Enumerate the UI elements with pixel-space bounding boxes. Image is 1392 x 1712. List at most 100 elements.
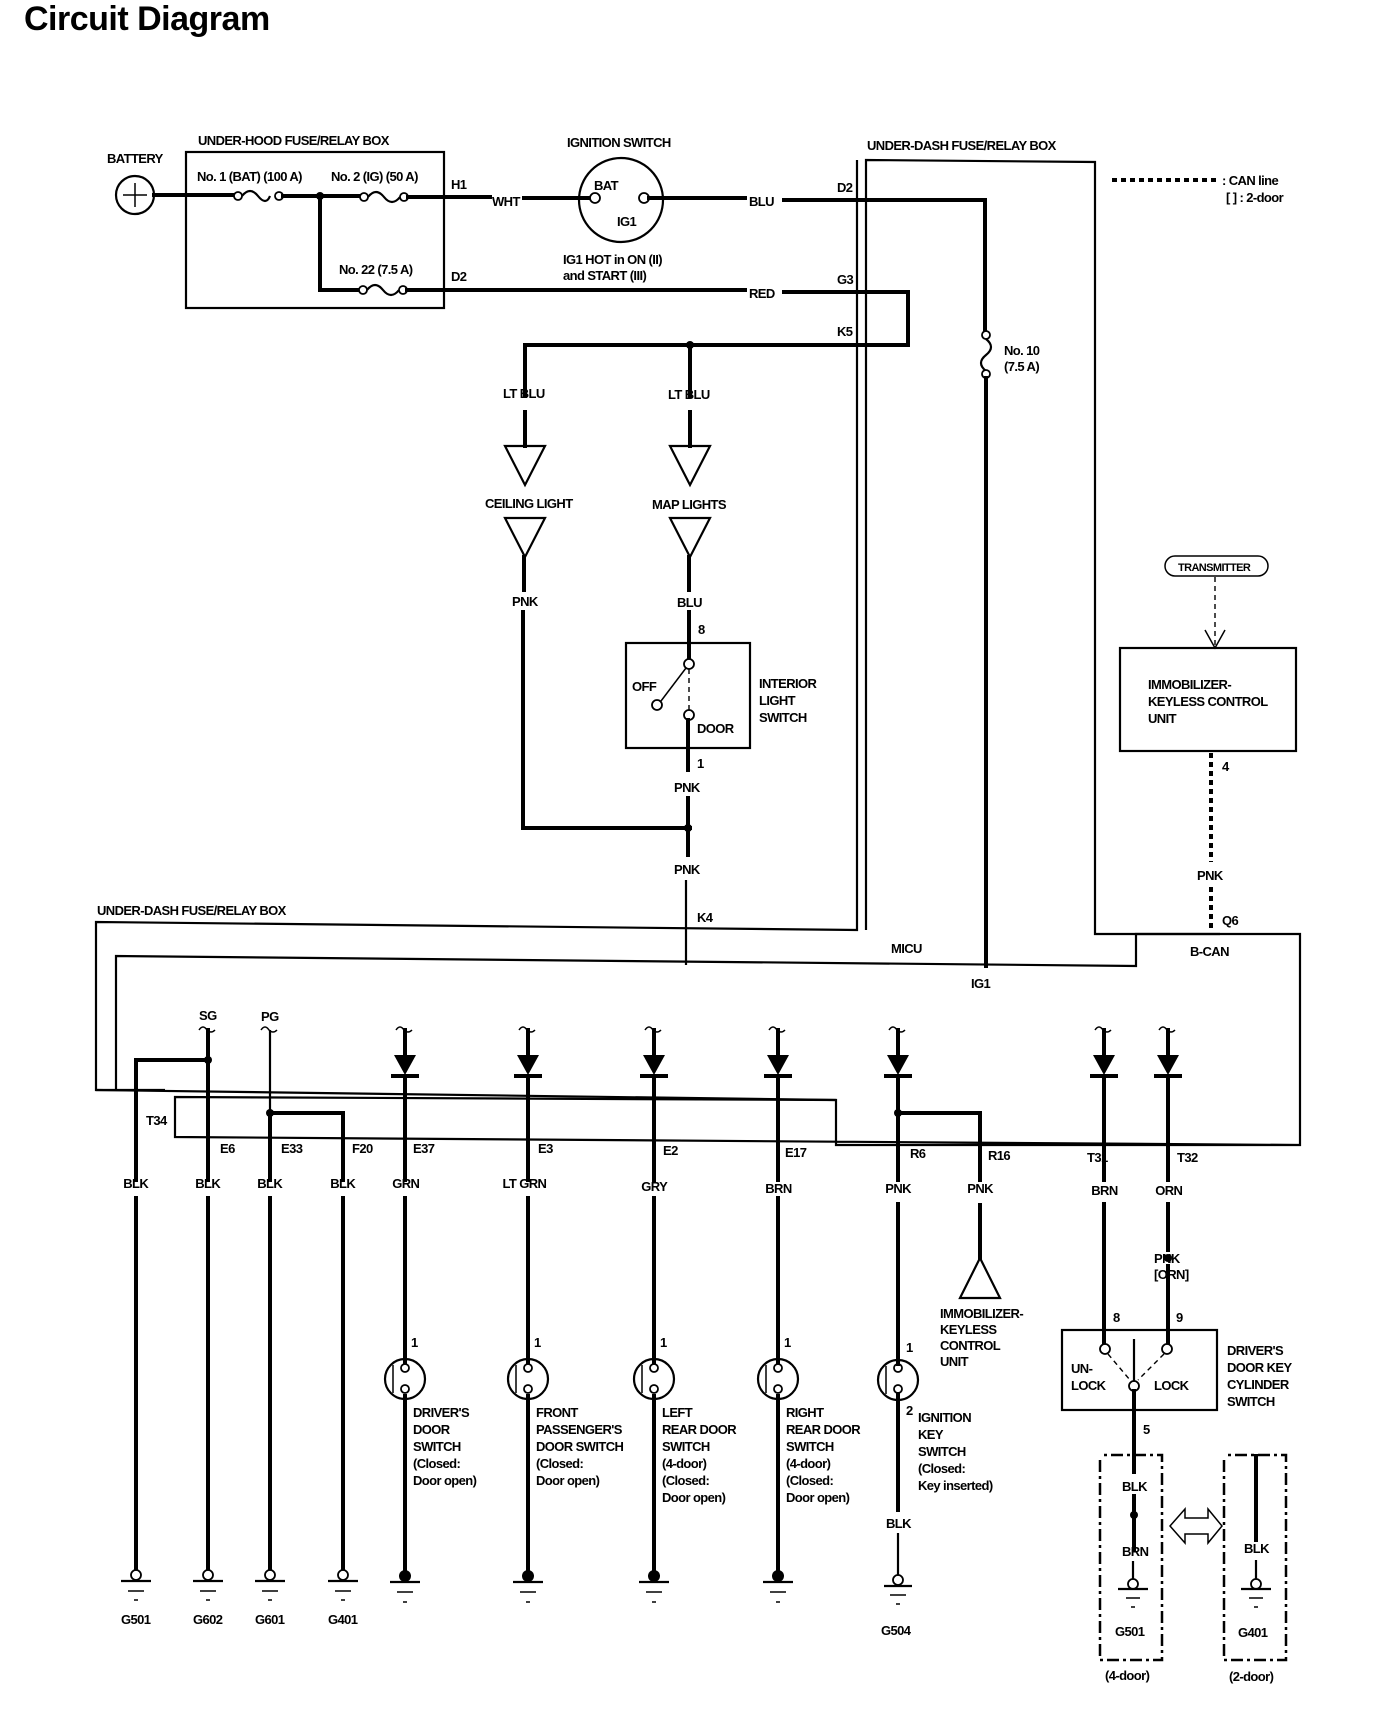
terminal-label: R16 xyxy=(988,1148,1010,1163)
immobilizer-bottom-2: KEYLESS xyxy=(940,1322,997,1337)
map-lights-label: MAP LIGHTS xyxy=(652,497,727,512)
door-switch-label-line: (4-door) xyxy=(662,1456,707,1471)
under-dash-box-outer xyxy=(94,160,859,1092)
diode-icon xyxy=(640,1026,668,1182)
ground-lug xyxy=(264,1569,276,1581)
terminal-label: T34 xyxy=(146,1113,168,1128)
door-switch-pin: 1 xyxy=(660,1335,667,1350)
wire-wht-label: WHT xyxy=(492,194,520,209)
key-cyl-pin-8: 8 xyxy=(1113,1310,1120,1325)
ground-icon xyxy=(390,1570,420,1603)
wire-color-label: ORN xyxy=(1155,1183,1182,1198)
ground-icon xyxy=(328,1569,358,1601)
fuse-no2-label: No. 2 (IG) (50 A) xyxy=(331,169,418,184)
key-cyl-unlock-1: UN- xyxy=(1071,1361,1093,1376)
switch-body xyxy=(756,1357,800,1401)
door-switch-label-line: Door open) xyxy=(413,1473,477,1488)
under-dash-box-inner xyxy=(114,932,1302,1147)
wire-lt-blu-map: LT BLU xyxy=(668,387,710,402)
wire-color-label: BLK xyxy=(195,1176,221,1191)
ignition-key-label-4: (Closed: xyxy=(918,1461,965,1476)
ignition-key-label-2: KEY xyxy=(918,1427,944,1442)
terminal-d2-dash: D2 xyxy=(837,180,853,195)
door-switch-icon[interactable] xyxy=(756,1357,800,1401)
ignition-pin-ig1: IG1 xyxy=(617,214,637,229)
ground-label: G501 xyxy=(121,1612,151,1627)
ground-g501-4door-label: G501 xyxy=(1115,1624,1145,1639)
transmitter xyxy=(1164,555,1269,577)
terminal-label: T32 xyxy=(1177,1150,1198,1165)
under-dash-box-top-outline xyxy=(864,158,1220,936)
ground-lug xyxy=(337,1569,349,1581)
key-cyl-pin-5: 5 xyxy=(1143,1422,1150,1437)
ig1-label: IG1 xyxy=(971,976,991,991)
key-cyl-label-4: SWITCH xyxy=(1227,1394,1275,1409)
terminal-label: F20 xyxy=(352,1141,373,1156)
wire-pnk-switch: PNK xyxy=(674,780,701,795)
terminal-label: E37 xyxy=(413,1141,435,1156)
terminal-h1: H1 xyxy=(451,177,467,192)
ceiling-light-icon xyxy=(503,444,547,560)
ignition-key-pin-2: 2 xyxy=(906,1403,913,1418)
wire-pnk-k4: PNK xyxy=(674,862,701,877)
door-switch-icon[interactable] xyxy=(383,1357,427,1401)
key-cyl-label-2: DOOR KEY xyxy=(1227,1360,1292,1375)
two-door-wire-blk: BLK xyxy=(1244,1541,1270,1556)
ignition-key-label-1: IGNITION xyxy=(918,1410,971,1425)
fuse-no1-label: No. 1 (BAT) (100 A) xyxy=(197,169,302,184)
ground-lug xyxy=(130,1569,142,1581)
junction-dot xyxy=(1164,1254,1172,1262)
door-switch-label-line: SWITCH xyxy=(413,1439,461,1454)
door-switch-label-line: (Closed: xyxy=(413,1456,460,1471)
door-switch-pin: 1 xyxy=(534,1335,541,1350)
ignition-note-line2: and START (III) xyxy=(563,268,646,283)
junction-dot xyxy=(894,1109,902,1117)
ground-lug xyxy=(202,1569,214,1581)
key-cyl-label-3: CYLINDER xyxy=(1227,1377,1290,1392)
ground-lug xyxy=(648,1570,660,1582)
wire-color-label: BLK xyxy=(330,1176,356,1191)
ignition-pin-bat: BAT xyxy=(594,178,619,193)
ground-icon xyxy=(513,1570,543,1603)
switch-contact xyxy=(523,1363,533,1373)
fuse-no1-icon xyxy=(233,189,284,203)
sg-label: SG xyxy=(199,1008,217,1023)
door-switch-pin: 1 xyxy=(411,1335,418,1350)
interior-switch-label-3: SWITCH xyxy=(759,710,807,725)
ground-lug xyxy=(772,1570,784,1582)
terminal-d2-hood: D2 xyxy=(451,269,467,284)
immobilizer-unit-arrow-icon xyxy=(958,1255,1002,1300)
ceiling-light-label: CEILING LIGHT xyxy=(485,496,573,511)
switch-contact xyxy=(773,1363,783,1373)
switch-contact xyxy=(400,1384,410,1394)
legend-can-line: : CAN line xyxy=(1222,173,1278,188)
door-switch-label-line: FRONT xyxy=(536,1405,578,1420)
ground-g401-2door-label: G401 xyxy=(1238,1625,1268,1640)
diode-triangle xyxy=(1093,1055,1115,1075)
door-switch-label-line: (4-door) xyxy=(786,1456,831,1471)
immobilizer-bottom-1: IMMOBILIZER- xyxy=(940,1306,1023,1321)
wire-color-label: PNK xyxy=(885,1181,912,1196)
wire-color-label: LT GRN xyxy=(503,1176,547,1191)
door-switch-label-line: DRIVER'S xyxy=(413,1405,470,1420)
fuse-no10-label-line2: (7.5 A) xyxy=(1004,359,1039,374)
fuse-no10-label-line1: No. 10 xyxy=(1004,343,1040,358)
key-cyl-pin-9: 9 xyxy=(1176,1310,1183,1325)
variant-swap-arrow-icon xyxy=(1168,1506,1223,1546)
door-switch-icon[interactable] xyxy=(632,1357,676,1401)
terminal-k5: K5 xyxy=(837,324,853,339)
diode-triangle xyxy=(643,1055,665,1075)
switch-contact xyxy=(523,1384,533,1394)
map-lights-icon xyxy=(668,444,712,560)
door-switch-icon[interactable] xyxy=(506,1357,550,1401)
switch-body xyxy=(383,1357,427,1401)
ignition-key-pin-1: 1 xyxy=(906,1340,913,1355)
switch-position-door: DOOR xyxy=(697,721,735,736)
ground-icon xyxy=(121,1569,151,1601)
battery-icon xyxy=(114,174,156,216)
door-key-cylinder-switch[interactable] xyxy=(1060,1328,1219,1412)
fuse-no22-icon xyxy=(358,283,408,297)
immobilizer-bottom-4: UNIT xyxy=(940,1354,969,1369)
under-dash-box-bottom-label: UNDER-DASH FUSE/RELAY BOX xyxy=(97,903,287,918)
immobilizer-label-1: IMMOBILIZER- xyxy=(1148,677,1231,692)
